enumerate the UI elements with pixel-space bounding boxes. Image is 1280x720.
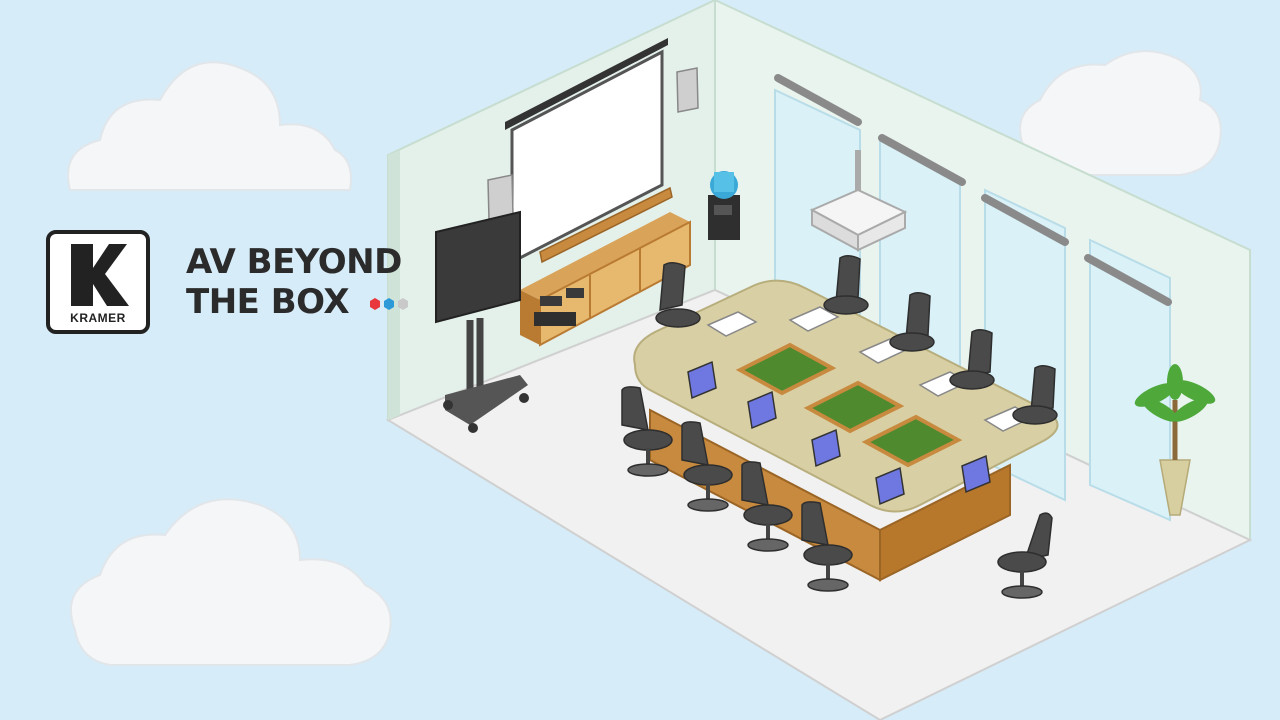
speaker-right [676,67,699,113]
tagline: AV BEYOND THE BOX [186,242,412,322]
speaker-left [487,174,514,221]
kramer-k-logo-icon [71,244,129,306]
logo-text: KRAMER [70,311,126,325]
cloud-bottom-left [70,498,392,666]
brand-block: KRAMER AV BEYOND THE BOX [46,230,412,334]
water-cooler [708,171,740,240]
kramer-logo: KRAMER [46,230,150,334]
tagline-line1: AV BEYOND [186,242,402,282]
tv-stand [435,210,529,433]
soundbar [539,186,673,264]
credenza [520,212,691,347]
table-devices [687,306,1035,506]
cloud-top-right [1019,50,1222,176]
tagline-line2: THE BOX [186,282,350,322]
ceiling-projector [809,150,908,252]
potted-plant [1134,364,1216,516]
hex-dots-icon [370,297,409,310]
cloud-top-left [67,61,352,191]
chairs [621,255,1058,599]
